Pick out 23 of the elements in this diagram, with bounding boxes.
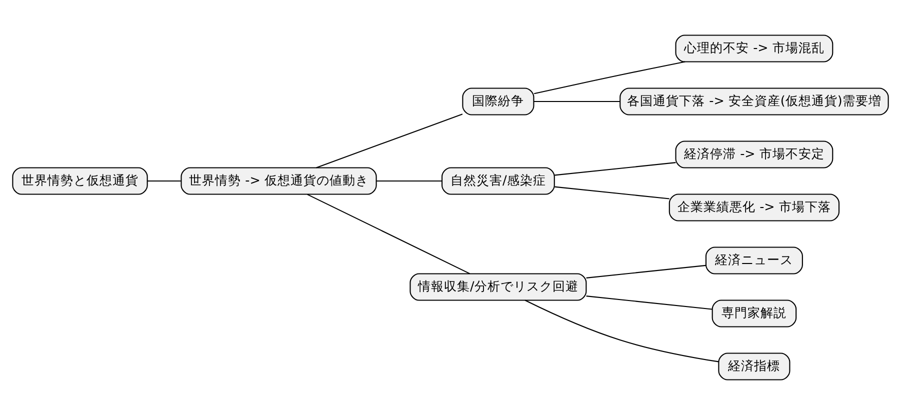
connector	[307, 194, 470, 274]
node-box: 経済指標	[718, 352, 790, 380]
connector	[524, 300, 719, 362]
node-box: 各国通貨下落 -> 安全資産(仮想通貨)需要増	[620, 88, 889, 116]
connector	[534, 100, 620, 102]
node-box: 国際紛争	[462, 88, 534, 116]
connector	[316, 114, 463, 168]
node-box: 企業業績悪化 -> 市場下落	[668, 194, 840, 222]
node-box: 情報収集/分析でリスク回避	[410, 273, 587, 301]
connector	[586, 264, 706, 278]
connector	[147, 180, 181, 182]
node-box: 専門家解説	[712, 300, 797, 328]
connector	[554, 186, 670, 200]
node-box: 自然災害/感染症	[442, 167, 555, 195]
node-box: 経済ニュース	[705, 246, 803, 274]
connector	[534, 61, 686, 94]
node-box: 経済停滞 -> 市場不安定	[675, 140, 834, 168]
connector	[586, 296, 712, 310]
node-box: 世界情勢 -> 仮想通貨の値動き	[180, 167, 377, 195]
connector	[376, 180, 442, 182]
connector	[554, 162, 676, 176]
node-box: 心理的不安 -> 市場混乱	[675, 34, 834, 62]
node-box: 世界情勢と仮想通貨	[12, 167, 148, 195]
